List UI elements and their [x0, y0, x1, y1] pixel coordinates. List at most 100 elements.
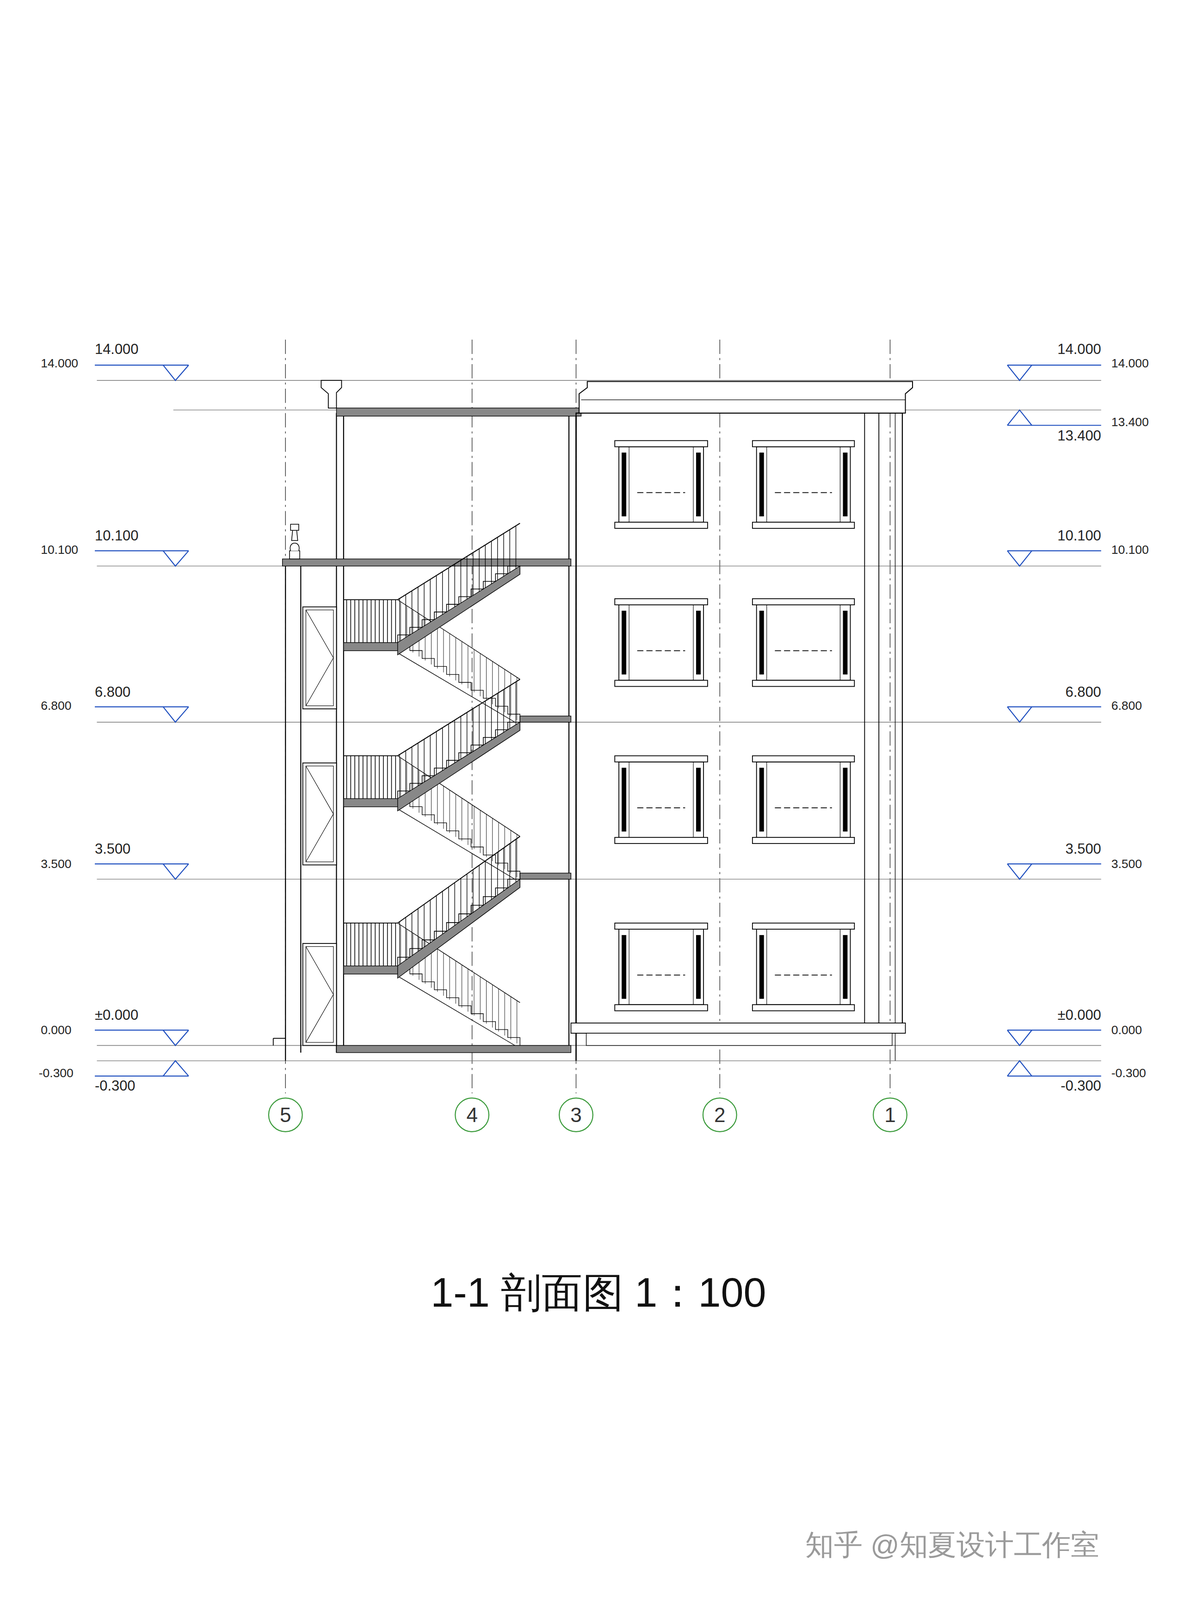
elevation-label: 10.100 [1057, 528, 1101, 544]
baluster [378, 755, 380, 799]
baluster [374, 599, 376, 643]
baluster [423, 739, 425, 783]
handrail [343, 598, 398, 600]
window-mullion [839, 928, 841, 1005]
baluster [387, 922, 389, 966]
axis-number: 3 [570, 1104, 582, 1125]
stair-underside [397, 975, 516, 1046]
baluster [417, 586, 419, 630]
wall-line [284, 558, 286, 1061]
handrail [343, 922, 398, 924]
baluster [423, 903, 425, 947]
baluster [504, 826, 506, 870]
stair-flight [397, 565, 521, 655]
level-line [96, 878, 1101, 880]
baluster [346, 599, 348, 643]
plinth-line [273, 1037, 286, 1039]
window-head [752, 440, 855, 447]
stair-steps [397, 798, 521, 879]
baluster [503, 533, 504, 577]
baluster [436, 895, 437, 939]
baluster [454, 719, 456, 763]
drawing-caption: 1-1 剖面图 1：100 [430, 1269, 766, 1315]
elevation-label: 3.500 [40, 857, 72, 871]
baluster [485, 860, 486, 904]
elevation-triangle [1007, 1029, 1032, 1045]
elevation-label: 6.800 [40, 699, 72, 713]
elevation-triangle [163, 863, 189, 879]
baluster [400, 924, 402, 968]
window-sill [752, 522, 855, 529]
facade-outline [575, 413, 902, 1025]
window-jamb [759, 934, 764, 999]
baluster [387, 599, 389, 643]
window-mark [305, 657, 334, 706]
floor-slab [336, 1045, 571, 1053]
baluster [382, 922, 384, 966]
elevation-label: 3.500 [94, 841, 131, 858]
baluster [486, 657, 487, 701]
window-frame [302, 606, 337, 709]
baluster [485, 544, 486, 588]
elevation-label: 14.000 [1057, 341, 1101, 358]
baluster [370, 922, 372, 966]
baluster [411, 912, 413, 956]
baluster [504, 992, 506, 1036]
elevation-label: 6.800 [94, 684, 131, 700]
window-frame [756, 761, 851, 838]
level-line [96, 721, 1101, 722]
baluster [497, 536, 498, 580]
elevation-triangle [1007, 364, 1032, 381]
stair-steps [397, 878, 521, 966]
baluster [460, 877, 462, 921]
baluster [358, 922, 360, 966]
baluster [510, 672, 512, 716]
window-sill [614, 679, 708, 686]
baluster [474, 805, 475, 849]
sliding-arrow [637, 974, 686, 976]
elevation-line [94, 549, 189, 551]
stair-underside [397, 652, 516, 722]
elevation-line [1007, 863, 1102, 864]
baluster [491, 856, 492, 900]
baluster [449, 633, 451, 677]
baluster [460, 715, 462, 759]
window-mark [305, 765, 334, 815]
baluster [378, 922, 380, 966]
baluster [391, 599, 393, 643]
elevation-triangle [163, 364, 189, 381]
window-mullion [839, 446, 841, 523]
baluster [478, 864, 480, 908]
window-head [614, 440, 708, 447]
baluster [395, 755, 397, 799]
window-mullion [766, 761, 767, 838]
baluster [478, 704, 480, 748]
window-frame [618, 446, 704, 523]
window-mullion [766, 604, 767, 680]
elevation-label: 0.000 [40, 1023, 72, 1037]
window-mullion [692, 928, 694, 1005]
baluster [436, 575, 437, 619]
baluster [346, 755, 348, 799]
elevation-line [1007, 549, 1102, 551]
window-jamb [843, 610, 848, 674]
baluster [509, 685, 511, 729]
window-jamb [696, 767, 701, 832]
window-frame [618, 761, 704, 838]
baluster [391, 755, 393, 799]
window-jamb [696, 934, 701, 999]
window-sill [614, 837, 708, 844]
pilaster-line [863, 413, 865, 1025]
baluster [437, 625, 438, 669]
baluster [366, 922, 368, 966]
baluster [515, 839, 517, 883]
baluster [516, 833, 518, 877]
window-head [614, 922, 708, 929]
window-mark [305, 993, 334, 1043]
elevation-triangle [163, 1060, 189, 1076]
elevation-label: 3.500 [1111, 857, 1142, 871]
baluster [509, 843, 511, 887]
plinth-line [272, 1037, 274, 1045]
baluster [472, 869, 474, 913]
